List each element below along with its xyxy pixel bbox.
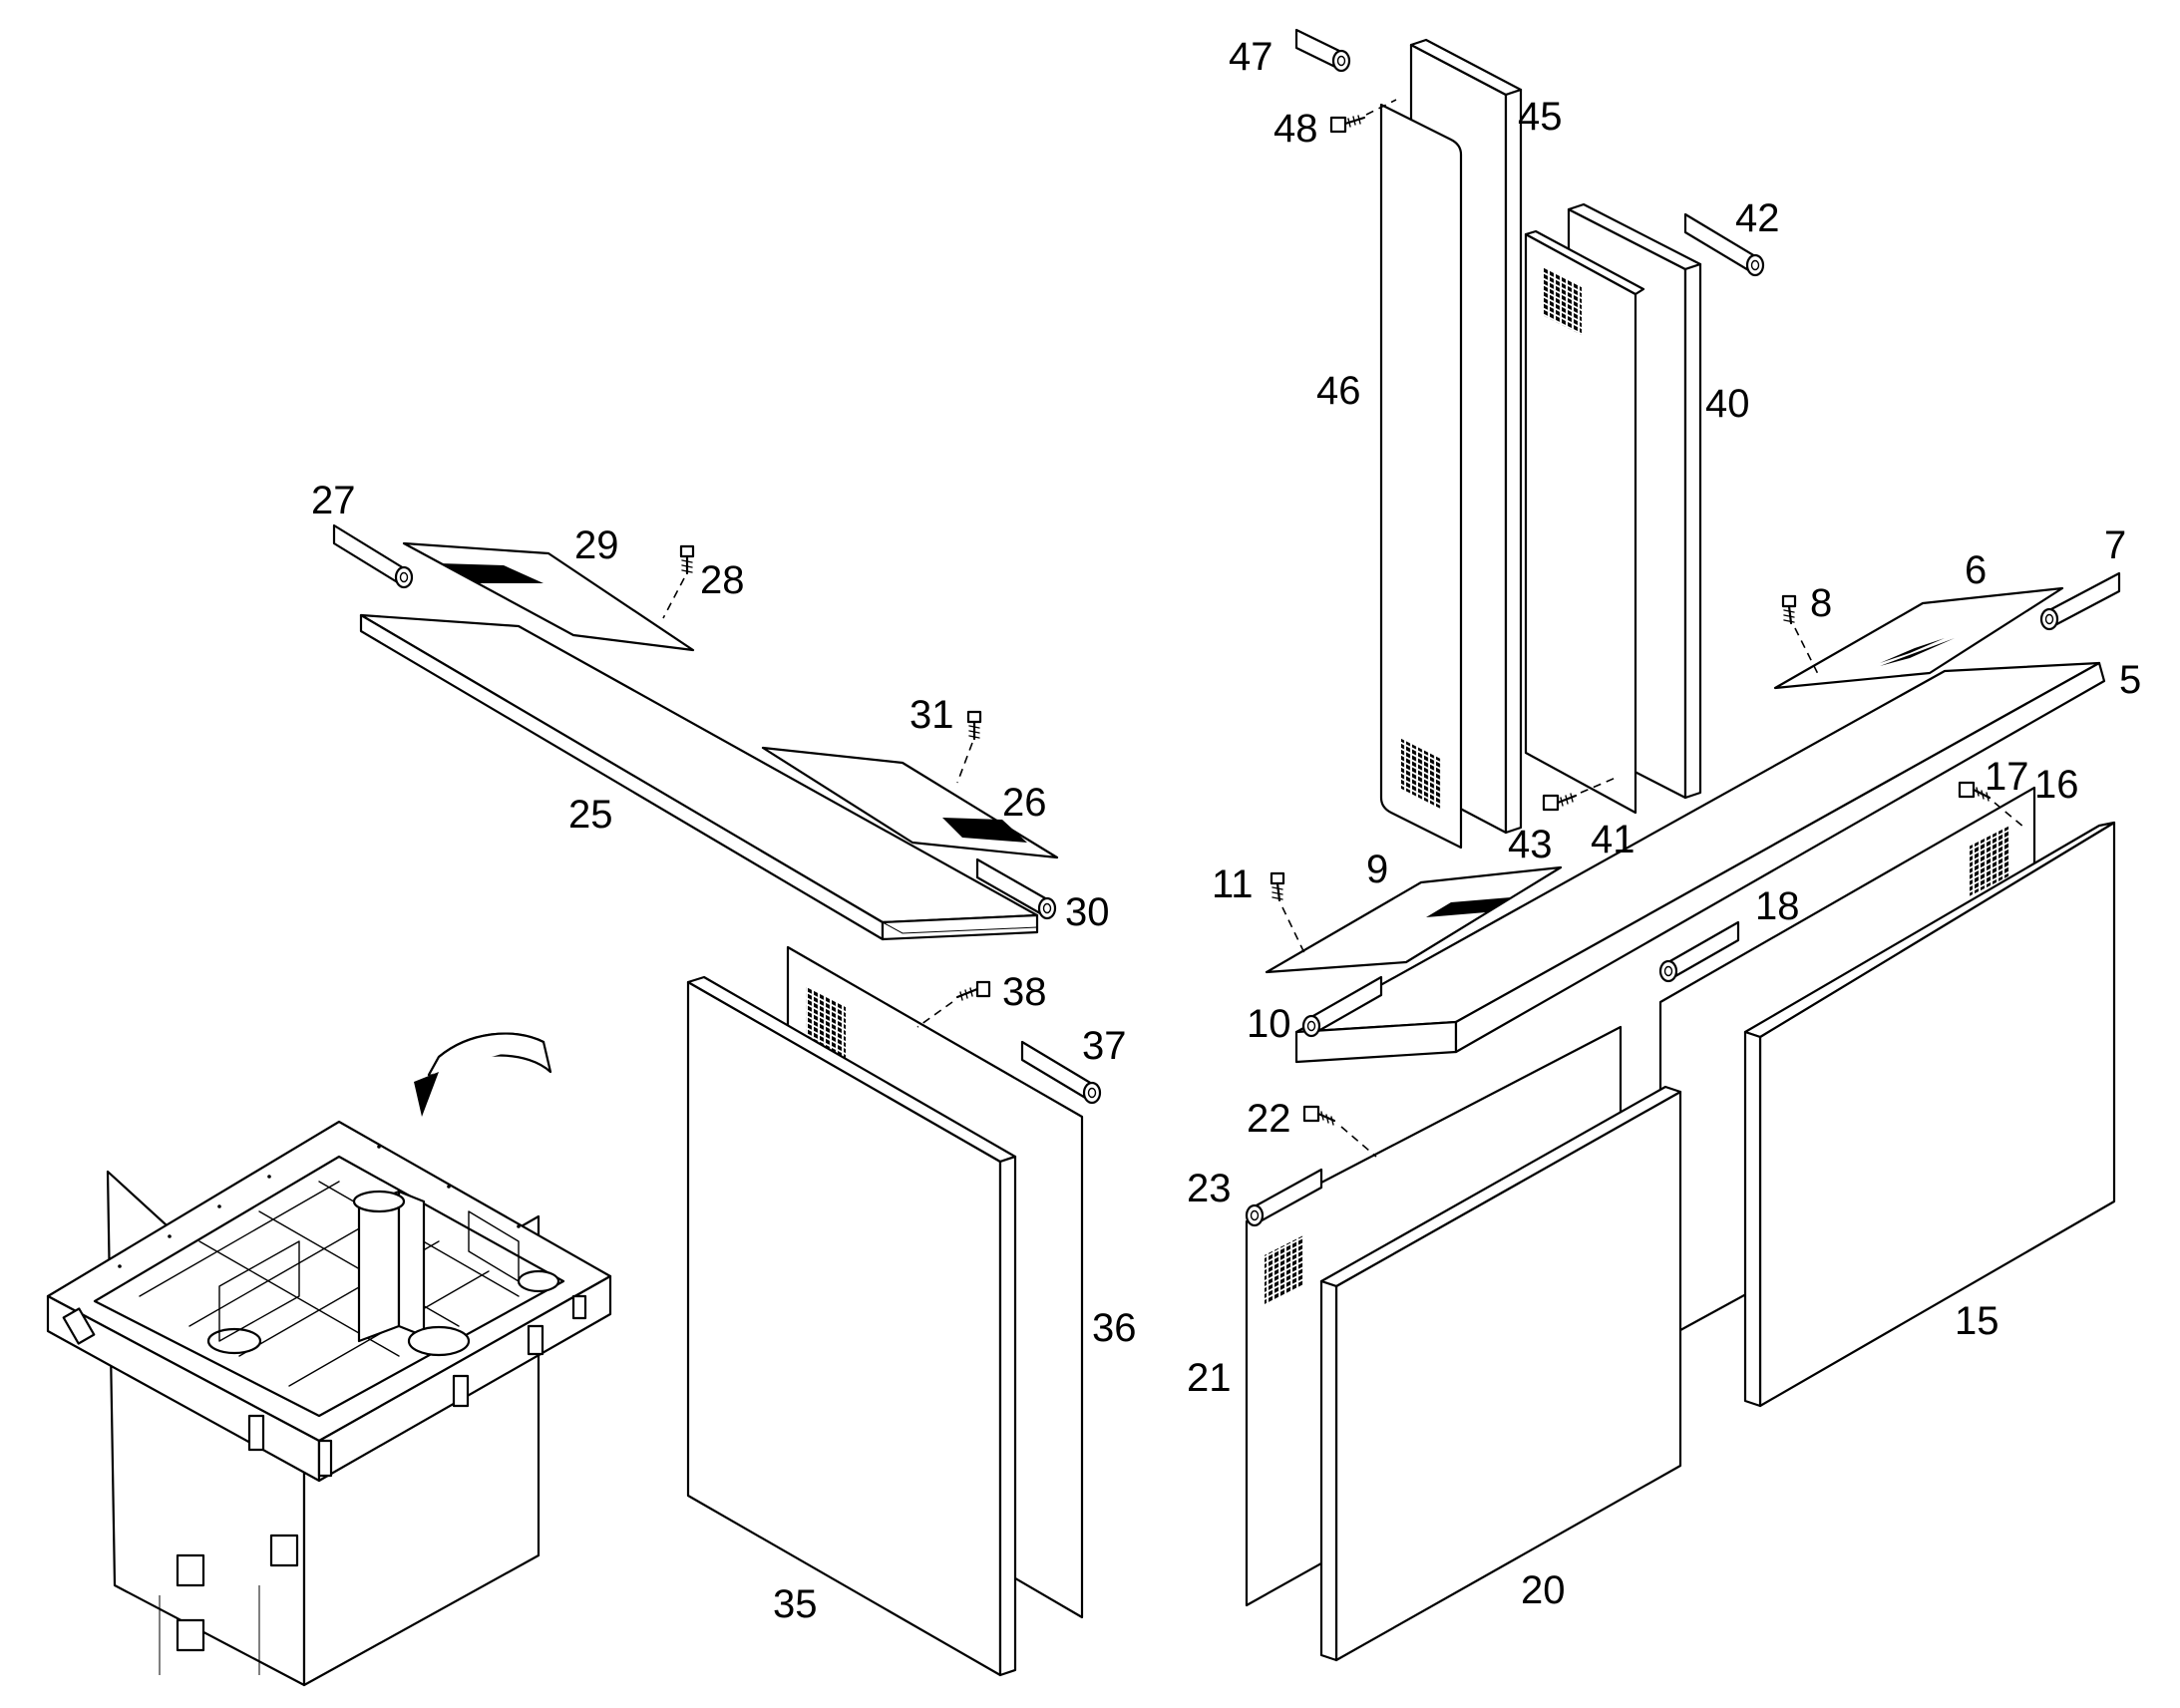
- label-part-37: 37: [1082, 1024, 1127, 1068]
- label-part-22: 22: [1247, 1097, 1291, 1141]
- label-part-21: 21: [1187, 1356, 1232, 1400]
- part-6-cover: [1773, 586, 2064, 690]
- part-18-tube: [1658, 920, 1740, 983]
- label-part-26: 26: [1002, 781, 1047, 825]
- part-8-screw: [1781, 594, 1821, 679]
- label-part-7: 7: [2104, 523, 2126, 567]
- part-37-tube: [1020, 1040, 1102, 1105]
- part-43-screw: [1542, 777, 1617, 812]
- part-labels: 5 6 7 8 9 10 11 15 16 17 18 20 21 22 23 …: [311, 35, 2141, 1626]
- label-part-15: 15: [1955, 1299, 1999, 1343]
- label-part-31: 31: [909, 693, 954, 737]
- part-11-screw: [1270, 871, 1307, 958]
- part-10-tube: [1301, 975, 1383, 1038]
- part-28-screw: [662, 544, 695, 619]
- part-22-screw: [1302, 1105, 1377, 1158]
- label-part-16: 16: [2034, 763, 2079, 807]
- label-part-6: 6: [1965, 548, 1987, 592]
- part-5-top-panel: [1294, 661, 2106, 1064]
- part-15-panel: [1743, 821, 2116, 1408]
- part-35-panel: [686, 975, 1017, 1677]
- cabinet-overview: [46, 1032, 612, 1687]
- label-part-10: 10: [1247, 1002, 1291, 1046]
- label-part-25: 25: [568, 793, 613, 837]
- part-46-panel: [1379, 103, 1463, 850]
- label-part-38: 38: [1002, 970, 1047, 1014]
- part-48-screw: [1329, 99, 1397, 134]
- part-47-tube: [1294, 28, 1351, 73]
- label-part-28: 28: [700, 558, 745, 602]
- part-27-tube: [332, 523, 414, 589]
- label-part-42: 42: [1735, 196, 1780, 240]
- part-7-tube: [2039, 571, 2121, 631]
- part-9-cover: [1265, 865, 1563, 974]
- label-part-5: 5: [2119, 658, 2141, 702]
- label-part-20: 20: [1521, 1568, 1566, 1612]
- part-41-panel: [1524, 229, 1645, 815]
- part-17-screw: [1958, 781, 2025, 829]
- label-part-35: 35: [773, 1582, 818, 1626]
- part-29-cover: [402, 541, 695, 652]
- label-part-9: 9: [1366, 848, 1388, 891]
- label-part-17: 17: [1985, 755, 2029, 799]
- label-part-43: 43: [1508, 823, 1553, 866]
- label-part-47: 47: [1229, 35, 1273, 79]
- label-part-48: 48: [1273, 107, 1318, 151]
- label-part-45: 45: [1518, 95, 1563, 139]
- part-26-cover: [761, 746, 1059, 859]
- label-part-29: 29: [574, 523, 619, 567]
- part-20-panel: [1319, 1085, 1682, 1662]
- part-42-tube: [1683, 212, 1765, 277]
- part-30-tube: [975, 857, 1057, 920]
- label-part-23: 23: [1187, 1167, 1232, 1210]
- label-part-8: 8: [1810, 581, 1832, 625]
- label-part-30: 30: [1065, 890, 1110, 934]
- label-part-36: 36: [1092, 1306, 1137, 1350]
- part-31-screw: [956, 710, 982, 784]
- label-part-18: 18: [1755, 884, 1800, 928]
- label-part-27: 27: [311, 479, 356, 522]
- part-38-screw: [916, 980, 991, 1028]
- label-part-46: 46: [1316, 369, 1361, 413]
- label-part-40: 40: [1705, 382, 1750, 426]
- part-23-tube: [1245, 1168, 1323, 1227]
- label-part-11: 11: [1212, 862, 1254, 906]
- label-part-41: 41: [1591, 818, 1635, 861]
- part-25-top-panel: [359, 613, 1039, 941]
